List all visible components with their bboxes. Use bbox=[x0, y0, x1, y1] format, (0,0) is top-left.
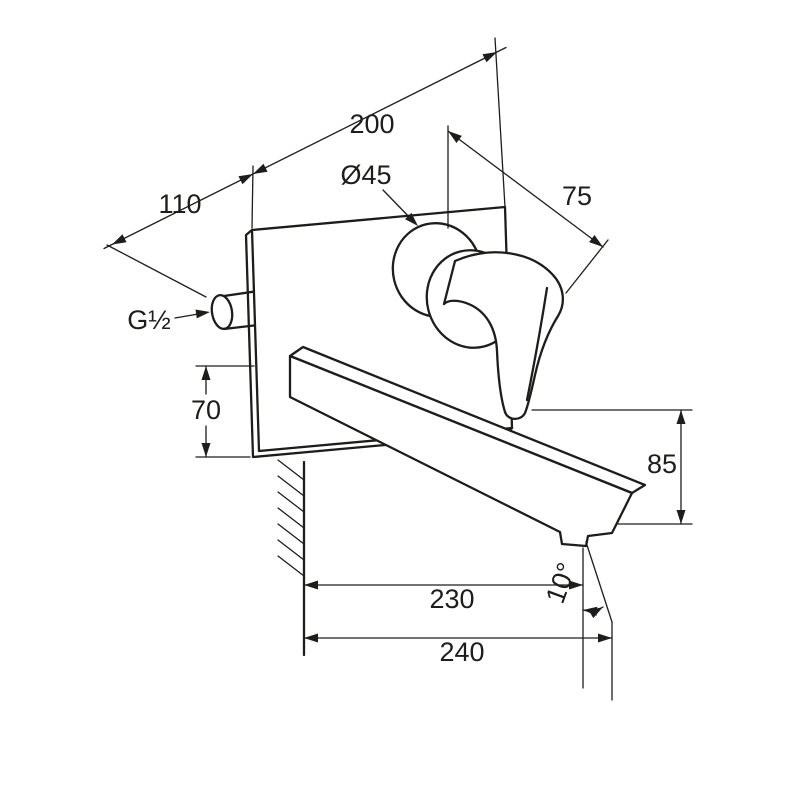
dim-label-thread: G½ bbox=[127, 305, 171, 335]
dim-75: 75 bbox=[445, 125, 609, 294]
extension-line-inlet bbox=[106, 244, 207, 298]
dim-label-angle: 10° bbox=[540, 559, 582, 608]
dim-label-85: 85 bbox=[647, 449, 677, 479]
dim-230: 230 bbox=[303, 547, 584, 689]
extension-line-handle bbox=[565, 239, 609, 294]
dim-label-200: 200 bbox=[349, 109, 394, 139]
wall-hatching bbox=[277, 459, 306, 657]
spout-front-face bbox=[288, 354, 634, 548]
spout bbox=[288, 345, 647, 548]
dim-label-110: 110 bbox=[158, 189, 201, 219]
dim-thread: G½ bbox=[127, 305, 211, 335]
dim-widths: 110 200 bbox=[103, 37, 507, 298]
dim-line-75 bbox=[447, 130, 604, 248]
extension-line-plate-right bbox=[494, 37, 506, 208]
dim-angle: 10° bbox=[540, 559, 606, 619]
inlet-pipe bbox=[210, 289, 260, 331]
dim-label-75: 75 bbox=[562, 181, 592, 211]
extension-line-spout-angle bbox=[585, 541, 613, 623]
dim-70: 70 bbox=[191, 365, 255, 458]
dim-line-widths bbox=[103, 46, 507, 250]
dim-label-230: 230 bbox=[429, 584, 474, 614]
dim-label-240: 240 bbox=[439, 637, 484, 667]
dim-label-diameter: Ø45 bbox=[340, 160, 391, 190]
dim-240: 240 bbox=[303, 541, 613, 701]
dim-diameter-45: Ø45 bbox=[340, 160, 422, 230]
dim-85: 85 bbox=[531, 409, 693, 525]
handle-lever bbox=[442, 251, 564, 421]
faucet-body bbox=[210, 205, 647, 657]
extension-line-plate-left bbox=[251, 165, 254, 229]
dim-label-70: 70 bbox=[191, 395, 221, 425]
